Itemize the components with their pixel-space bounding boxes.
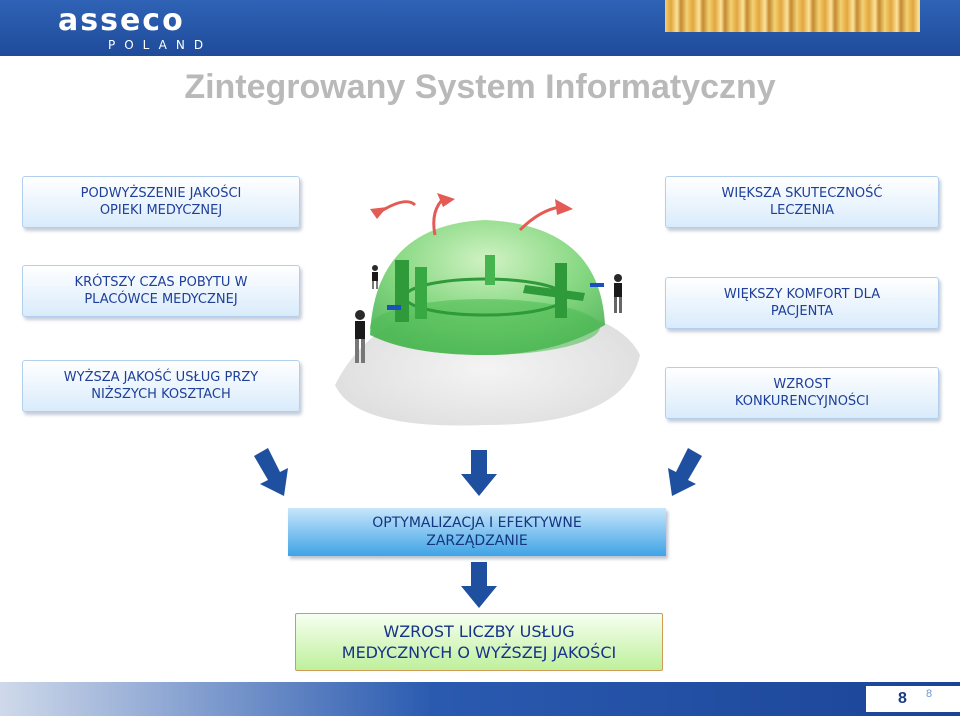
benefit-box-lower-cost: WYŻSZA JAKOŚĆ USŁUG PRZY NIŻSZYCH KOSZTAC…: [22, 360, 300, 412]
benefit-line: PACJENTA: [770, 304, 834, 319]
person-figure: [614, 274, 622, 313]
benefit-line: WIĘKSZY KOMFORT DLA: [723, 287, 881, 302]
benefit-line: NIŻSZYCH KOSZTACH: [91, 387, 231, 402]
green-pillar: [415, 267, 427, 319]
optimization-box: OPTYMALIZACJA I EFEKTYWNE ZARZĄDZANIE: [288, 508, 666, 556]
benefit-box-shorter-stay: KRÓTSZY CZAS POBYTU W PLACÓWCE MEDYCZNEJ: [22, 265, 300, 317]
red-arrow-head-icon: [437, 193, 455, 207]
header-photo: [665, 0, 920, 32]
benefit-line: PLACÓWCE MEDYCZNEJ: [84, 292, 238, 307]
benefit-line: WYŻSZA JAKOŚĆ USŁUG PRZY: [63, 370, 259, 385]
result-line: WZROST LICZBY USŁUG: [383, 622, 575, 641]
page-number: 8: [898, 690, 907, 707]
hospital-dome-illustration: [335, 193, 640, 426]
footer-bar: [0, 682, 960, 716]
logo-wordmark: asseco: [58, 3, 185, 38]
green-pillar: [485, 255, 495, 285]
slide-title: Zintegrowany System Informatyczny: [184, 68, 776, 106]
green-pillar: [395, 260, 409, 322]
benefit-line: PODWYŻSZENIE JAKOŚCI: [80, 186, 242, 201]
green-panel: [523, 285, 585, 301]
benefit-box-competitiveness: WZROST KONKURENCYJNOŚCI: [665, 367, 939, 419]
benefit-box-patient-comfort: WIĘKSZY KOMFORT DLA PACJENTA: [665, 277, 939, 329]
benefit-line: WIĘKSZA SKUTECZNOŚĆ: [721, 186, 883, 201]
asseco-logo: asseco POLAND: [58, 3, 258, 53]
result-box: WZROST LICZBY USŁUG MEDYCZNYCH O WYŻSZEJ …: [295, 613, 663, 671]
benefit-box-treatment-effectiveness: WIĘKSZA SKUTECZNOŚĆ LECZENIA: [665, 176, 939, 228]
benefit-line: OPIEKI MEDYCZNEJ: [99, 203, 223, 218]
down-arrow-icon: [461, 450, 497, 496]
page-number-small: 8: [926, 688, 933, 700]
dome-base: [370, 299, 600, 355]
red-arrow-head-icon: [555, 199, 573, 215]
benefit-line: KONKURENCYJNOŚCI: [734, 394, 870, 409]
benefit-box-quality-care: PODWYŻSZENIE JAKOŚCI OPIEKI MEDYCZNEJ: [22, 176, 300, 228]
logo-subtitle: POLAND: [108, 38, 213, 52]
down-left-arrow-icon: [668, 448, 702, 496]
blue-arrow-icon: [387, 305, 401, 310]
down-right-arrow-icon: [254, 448, 288, 496]
person-figure: [372, 265, 378, 289]
person-figure: [355, 310, 365, 363]
benefit-line: LECZENIA: [769, 203, 835, 218]
red-arrow-head-icon: [370, 207, 387, 219]
footer-page-area: [866, 686, 960, 712]
benefit-line: WZROST: [773, 377, 831, 392]
blue-arrow-icon: [590, 283, 604, 287]
optimization-line: OPTYMALIZACJA I EFEKTYWNE: [372, 515, 582, 531]
down-arrow-icon: [461, 562, 497, 608]
benefit-line: KRÓTSZY CZAS POBYTU W: [74, 275, 248, 290]
result-line: MEDYCZNYCH O WYŻSZEJ JAKOŚCI: [341, 643, 617, 662]
optimization-line: ZARZĄDZANIE: [426, 533, 528, 549]
